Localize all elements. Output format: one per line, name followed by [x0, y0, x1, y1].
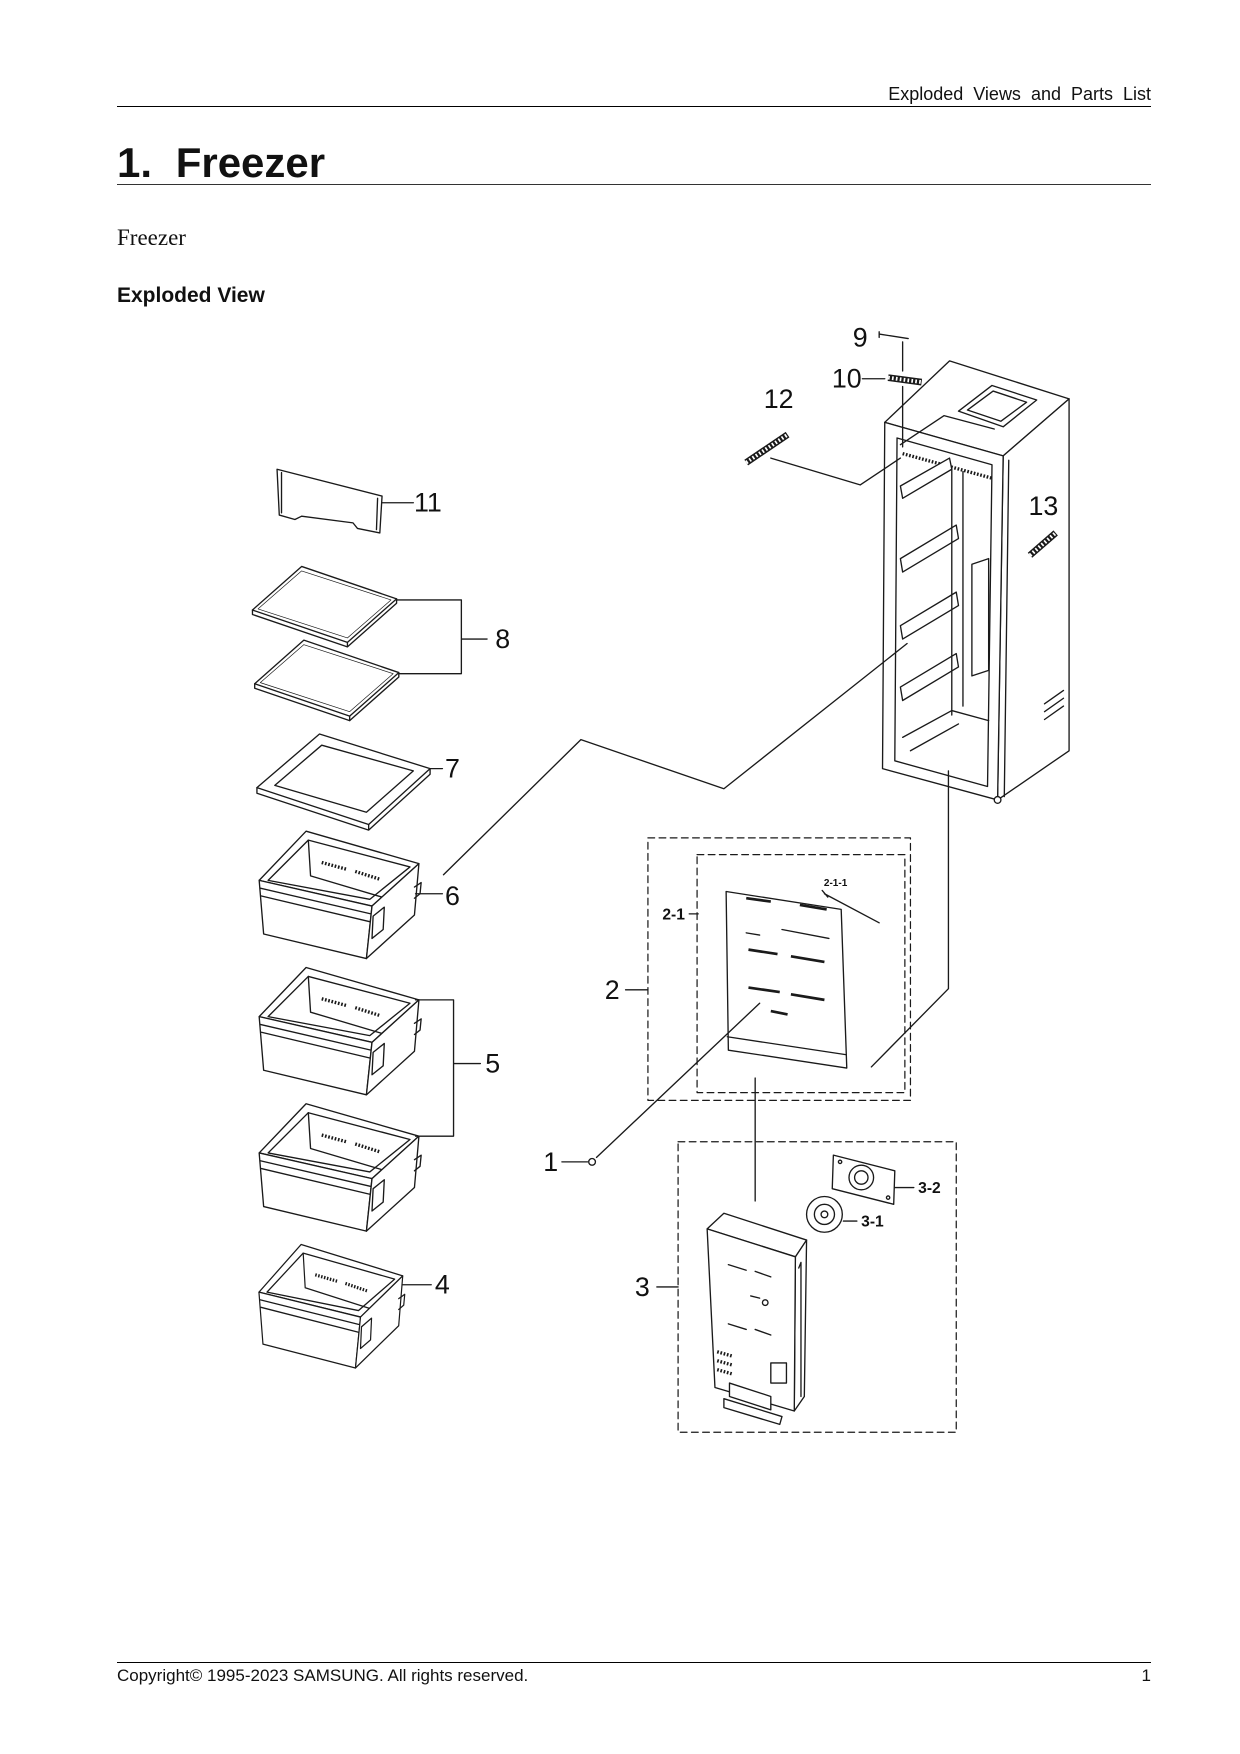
cabinet-right-side — [996, 398, 1070, 801]
callout-5: 5 — [485, 1048, 500, 1078]
cover-panel-body — [276, 468, 383, 534]
part-13-bar — [1027, 530, 1058, 558]
fan-housing-connector — [770, 1362, 788, 1384]
cabinet-foot — [993, 795, 1002, 804]
cabinet-control-box-inner — [966, 390, 1028, 422]
leader-8 — [395, 599, 488, 675]
fan-housing-vents — [716, 1350, 734, 1376]
callout-12: 12 — [764, 384, 794, 414]
part-5-lower-drawer — [257, 1102, 423, 1233]
freezer-cabinet — [881, 360, 1070, 804]
cabinet-control-box — [957, 384, 1038, 428]
part-2-1-cover-plate — [725, 890, 848, 1069]
leader-12 — [770, 457, 902, 486]
callout-9: 9 — [853, 322, 868, 352]
callout-labels: 9 10 12 11 13 8 7 6 5 4 2-1-1 2-1 2 1 3-… — [414, 322, 1058, 1302]
callout-3-1: 3-1 — [861, 1214, 884, 1231]
title-underline — [117, 184, 1151, 185]
part-11-cover-panel — [276, 468, 383, 534]
part-8-upper-glass-shelf — [251, 565, 398, 648]
cabinet-shelf-rail-4 — [899, 652, 960, 702]
cover-plate-label — [745, 928, 830, 940]
part-4-bottom-drawer — [257, 1242, 407, 1370]
cabinet-shelf-rail-3 — [899, 591, 960, 640]
part-1-screw — [588, 1157, 597, 1166]
part-2-1-group-box — [696, 854, 906, 1094]
callout-6: 6 — [445, 881, 460, 911]
page-number: 1 — [1141, 1666, 1151, 1685]
callout-2-1-1: 2-1-1 — [824, 878, 848, 889]
shelf-frame-thickness — [256, 767, 431, 831]
fan-housing-hole — [761, 1299, 769, 1307]
part-10-bracket — [887, 374, 923, 386]
cover-panel-edge — [280, 471, 379, 531]
shelf-frame-inner — [274, 744, 415, 813]
fan-housing-details — [727, 1261, 802, 1398]
callout-1: 1 — [543, 1147, 558, 1177]
cabinet-floor — [901, 709, 990, 752]
callout-2-1: 2-1 — [662, 906, 685, 923]
callout-2: 2 — [605, 975, 620, 1005]
cabinet-side-vents — [1043, 689, 1065, 721]
part-7-shelf-frame — [256, 733, 431, 831]
running-header-title: Exploded Views and Parts List — [888, 84, 1151, 104]
callout-4: 4 — [435, 1270, 450, 1300]
leader-cabinet-to-2 — [870, 770, 950, 1068]
leader-1 — [561, 1002, 761, 1163]
part-6-drawer — [257, 829, 423, 961]
part-3-group-box — [677, 1141, 957, 1433]
callout-11: 11 — [414, 488, 442, 518]
part-5-upper-drawer — [257, 965, 423, 1097]
leader-lines — [381, 341, 950, 1288]
header-rule — [117, 106, 1151, 107]
part-2-1-1-rod — [821, 889, 880, 924]
cover-plate-bottom-strip — [726, 1036, 847, 1056]
fan-housing-tab — [728, 1382, 772, 1411]
part-3-assembly — [677, 1141, 957, 1433]
footer-rule — [117, 1662, 1151, 1663]
section-title: 1. Freezer — [117, 139, 326, 186]
cabinet-shelf-rail-2 — [899, 524, 960, 573]
part-9-screw — [878, 331, 909, 340]
section-subtitle: Freezer — [117, 225, 186, 250]
exploded-view-heading: Exploded View — [117, 284, 265, 307]
callout-7: 7 — [445, 754, 460, 784]
part-3-2-fan-bracket — [831, 1154, 896, 1205]
cabinet-rear-duct — [951, 468, 990, 716]
callout-8: 8 — [495, 624, 510, 654]
fan-housing-base — [723, 1398, 783, 1426]
part-2-assembly — [647, 837, 912, 1102]
cabinet-side-edge — [1003, 459, 1010, 798]
cabinet-inner-top — [899, 414, 995, 446]
part-2-group-box — [647, 837, 912, 1102]
cover-plate-slots — [746, 896, 827, 1016]
leader-6-to-cabinet — [442, 642, 908, 876]
part-8-lower-glass-shelf — [254, 639, 400, 722]
callout-3: 3 — [635, 1272, 650, 1302]
callout-10: 10 — [832, 364, 862, 394]
cabinet-top-rail — [902, 451, 993, 480]
part-12-bar — [744, 431, 790, 466]
copyright-notice: Copyright© 1995-2023 SAMSUNG. All rights… — [117, 1666, 529, 1685]
callout-3-2: 3-2 — [918, 1180, 941, 1197]
part-3-1-fan-motor — [805, 1195, 843, 1233]
leader-5 — [414, 999, 482, 1137]
callout-13: 13 — [1028, 491, 1058, 521]
